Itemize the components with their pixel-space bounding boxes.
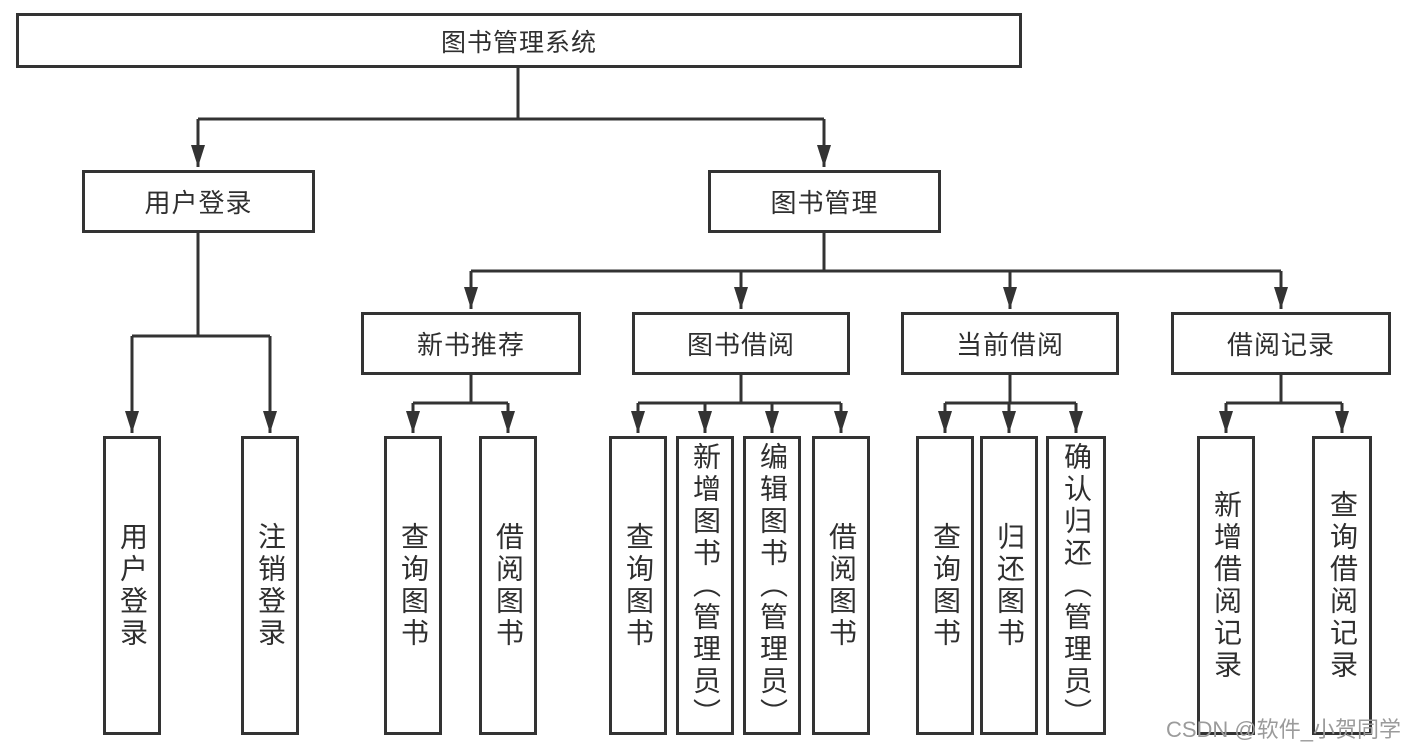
leaf-add-book-admin: 新增图书（管理员） (676, 436, 734, 735)
node-book-borrow: 图书借阅 (632, 312, 850, 375)
leaf-query-books-current: 查询图书 (916, 436, 974, 735)
node-new-book-recommend: 新书推荐 (361, 312, 581, 375)
leaf-confirm-return-admin: 确认归还（管理员） (1046, 436, 1106, 735)
node-user-login: 用户登录 (82, 170, 315, 233)
leaf-query-books-borrow: 查询图书 (609, 436, 667, 735)
node-borrow-records: 借阅记录 (1171, 312, 1391, 375)
leaf-return-book: 归还图书 (980, 436, 1038, 735)
leaf-add-borrow-record: 新增借阅记录 (1197, 436, 1255, 735)
csdn-watermark: CSDN @软件_小贺同学 (1165, 717, 1401, 742)
node-root-system: 图书管理系统 (16, 13, 1022, 68)
node-current-borrow: 当前借阅 (901, 312, 1119, 375)
node-book-management: 图书管理 (708, 170, 941, 233)
leaf-logout: 注销登录 (241, 436, 299, 735)
leaf-borrow-books-recommend: 借阅图书 (479, 436, 537, 735)
leaf-edit-book-admin: 编辑图书（管理员） (743, 436, 801, 735)
leaf-borrow-books: 借阅图书 (812, 436, 870, 735)
leaf-query-books-recommend: 查询图书 (384, 436, 442, 735)
leaf-user-login: 用户登录 (103, 436, 161, 735)
leaf-query-borrow-record: 查询借阅记录 (1312, 436, 1372, 735)
